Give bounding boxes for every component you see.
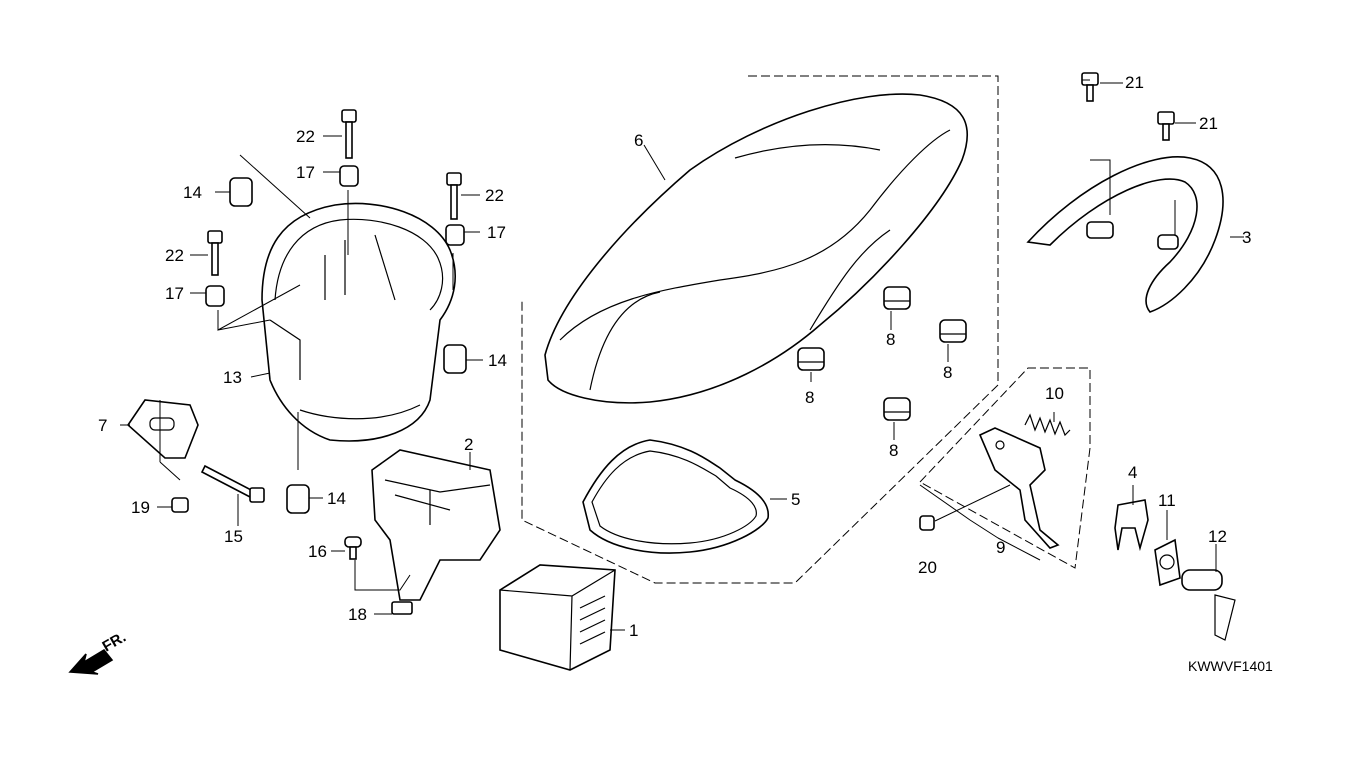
key-cylinder — [1181, 569, 1236, 641]
callout-3: 3 — [1242, 228, 1251, 247]
battery — [499, 564, 616, 671]
battery-case — [371, 449, 501, 601]
callout-15: 15 — [224, 527, 243, 546]
callout-8: 8 — [943, 363, 952, 382]
key-plate — [1154, 538, 1181, 587]
callout-4: 4 — [1128, 463, 1137, 482]
seat-group-dashed-outline — [521, 75, 999, 584]
seat-band — [582, 439, 769, 554]
callout-21: 21 — [1125, 73, 1144, 92]
callout-22: 22 — [165, 246, 184, 265]
seat-bumper — [883, 286, 911, 310]
bolt — [446, 172, 462, 220]
callout-1: 1 — [629, 621, 638, 640]
bolt — [1081, 72, 1099, 102]
long-bolt — [200, 464, 265, 503]
seat — [544, 93, 969, 404]
callout-11: 11 — [1158, 491, 1176, 510]
key-cover — [1114, 499, 1149, 552]
callout-18: 18 — [348, 605, 367, 624]
spring — [1024, 413, 1071, 437]
callout-7: 7 — [98, 416, 107, 435]
seat-bumper — [797, 347, 825, 371]
drawing-code: KWWVF1401 — [1188, 658, 1273, 674]
callout-17: 17 — [487, 223, 506, 242]
callout-5: 5 — [791, 490, 800, 509]
seat-bumper — [883, 397, 911, 421]
grab-rail — [1026, 156, 1224, 313]
callout-6: 6 — [634, 131, 643, 150]
rubber-mount — [443, 344, 467, 374]
collar — [205, 285, 225, 307]
callout-8: 8 — [805, 388, 814, 407]
collar — [445, 224, 465, 246]
callout-12: 12 — [1208, 527, 1227, 546]
nut — [171, 497, 189, 513]
clip-nut — [391, 601, 413, 615]
rubber-mount — [229, 177, 253, 207]
callout-2: 2 — [464, 435, 473, 454]
callout-13: 13 — [223, 368, 242, 387]
front-arrow-icon — [68, 648, 114, 675]
callout-19: 19 — [131, 498, 150, 517]
bracket — [126, 399, 199, 459]
seat-latch — [978, 427, 1060, 549]
bolt — [341, 109, 357, 159]
bolt — [919, 515, 935, 531]
screw — [344, 536, 362, 560]
rubber-mount — [286, 484, 310, 514]
callout-10: 10 — [1045, 384, 1064, 403]
seat-bumper — [939, 319, 967, 343]
callout-22: 22 — [296, 127, 315, 146]
callout-22: 22 — [485, 186, 504, 205]
latch-group-dashed-outline — [919, 367, 1091, 569]
luggage-box — [261, 202, 456, 442]
leader-lines — [120, 79, 1244, 631]
callout-14: 14 — [183, 183, 202, 202]
callout-9: 9 — [996, 538, 1005, 557]
collar — [339, 165, 359, 187]
callout-14: 14 — [488, 351, 507, 370]
callout-17: 17 — [165, 284, 184, 303]
callout-8: 8 — [889, 441, 898, 460]
callout-16: 16 — [308, 542, 327, 561]
callout-20: 20 — [918, 558, 937, 577]
callout-8: 8 — [886, 330, 895, 349]
bolt — [1157, 111, 1175, 141]
bolt — [207, 230, 223, 276]
callout-14: 14 — [327, 489, 346, 508]
callout-17: 17 — [296, 163, 315, 182]
callout-21: 21 — [1199, 114, 1218, 133]
